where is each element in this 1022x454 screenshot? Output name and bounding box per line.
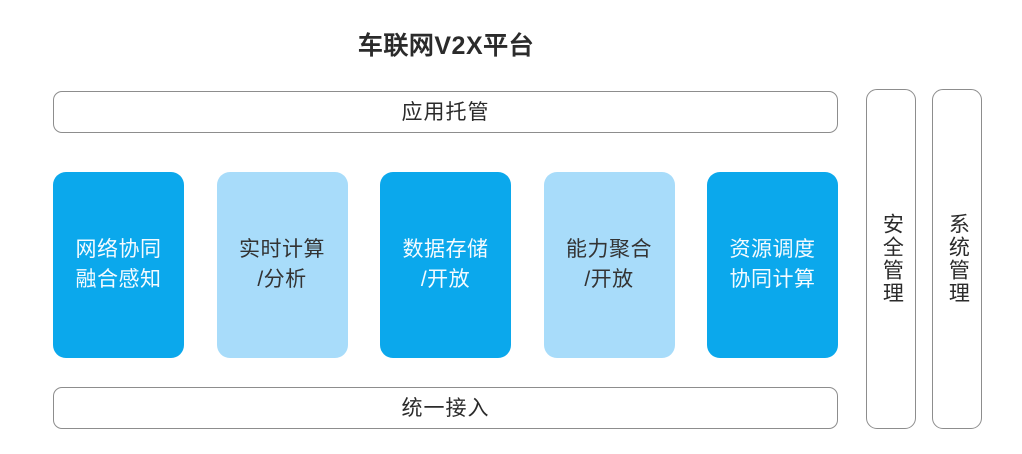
capability-card-resource-scheduling-line1: 资源调度	[729, 238, 816, 262]
layer-unified-access-label: 统一接入	[401, 396, 490, 420]
layer-application-hosting-label: 应用托管	[401, 100, 490, 124]
capability-card-network-collaboration: 网络协同 融合感知	[53, 172, 184, 358]
capability-cards-row: 网络协同 融合感知 实时计算 /分析 数据存储 /开放 能力聚合 /开放 资源调…	[53, 172, 838, 358]
capability-card-capability-aggregation-line2: /开放	[584, 268, 634, 291]
capability-card-realtime-computing-line2: /分析	[257, 268, 307, 291]
capability-card-data-storage-line2: /开放	[420, 268, 471, 291]
layer-unified-access: 统一接入	[53, 387, 838, 429]
capability-card-data-storage-line1: 数据存储	[402, 238, 489, 262]
capability-card-network-collaboration-line2: 融合感知	[75, 268, 162, 291]
side-panel-security-management-label: 安全管理	[880, 213, 904, 305]
side-panel-security-management: 安全管理	[866, 89, 916, 429]
side-panel-system-management: 系统管理	[932, 89, 982, 429]
capability-card-capability-aggregation-line1: 能力聚合	[566, 238, 652, 262]
capability-card-capability-aggregation: 能力聚合 /开放	[543, 172, 675, 358]
capability-card-realtime-computing-line1: 实时计算	[239, 238, 325, 262]
capability-card-realtime-computing: 实时计算 /分析	[216, 172, 348, 358]
diagram-title: 车联网V2X平台	[357, 32, 535, 60]
capability-card-data-storage: 数据存储 /开放	[380, 172, 511, 358]
capability-card-resource-scheduling-line2: 协同计算	[729, 268, 816, 291]
capability-card-network-collaboration-line1: 网络协同	[75, 238, 162, 262]
layer-application-hosting: 应用托管	[53, 91, 838, 133]
capability-card-resource-scheduling: 资源调度 协同计算	[707, 172, 838, 358]
side-panel-system-management-label: 系统管理	[946, 213, 970, 305]
